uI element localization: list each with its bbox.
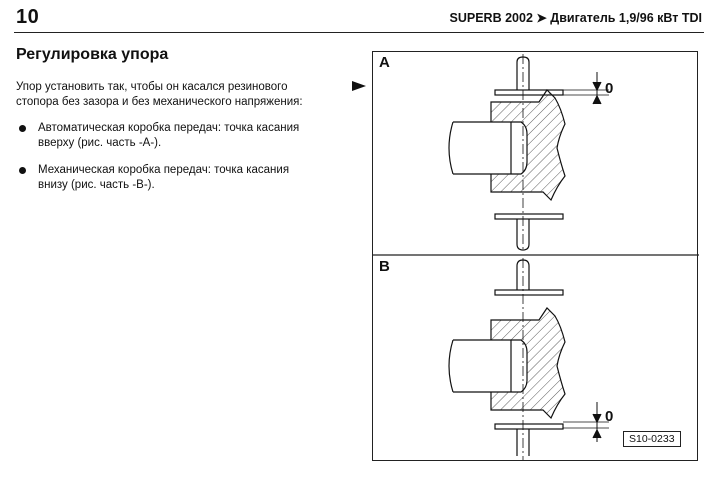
panel-a-drawing bbox=[448, 54, 609, 252]
bullet-line: вверху (рис. часть -A-). bbox=[38, 137, 162, 149]
section-title: Регулировка упора bbox=[16, 46, 169, 63]
pointer-arrow-icon bbox=[352, 81, 366, 91]
intro-line: стопора без зазора и без механического н… bbox=[16, 96, 303, 108]
bullet-dot-icon bbox=[19, 167, 26, 174]
intro-line: Упор установить так, чтобы он касался ре… bbox=[16, 81, 288, 93]
page-number: 10 bbox=[16, 6, 40, 28]
gap-label-b: 0 bbox=[605, 408, 614, 425]
panel-b-label: B bbox=[379, 258, 390, 275]
bullet-item: Механическая коробка передач: точка каса… bbox=[16, 163, 356, 193]
bullet-line: Механическая коробка передач: точка каса… bbox=[38, 164, 290, 176]
bullet-dot-icon bbox=[19, 125, 26, 132]
running-header: SUPERB 2002 ➤ Двигатель 1,9/96 кВт TDI bbox=[449, 11, 702, 25]
bullet-line: Автоматическая коробка передач: точка ка… bbox=[38, 122, 300, 134]
bullet-list: Автоматическая коробка передач: точка ка… bbox=[16, 121, 356, 205]
intro-paragraph: Упор установить так, чтобы он касался ре… bbox=[16, 80, 356, 110]
panel-b-drawing bbox=[448, 258, 609, 460]
technical-figure: A B 0 0 S10-0233 bbox=[372, 51, 699, 461]
gap-label-a: 0 bbox=[605, 80, 614, 97]
header-divider bbox=[14, 32, 704, 33]
panel-a-label: A bbox=[379, 54, 390, 71]
figure-drawing bbox=[373, 54, 699, 460]
bullet-item: Автоматическая коробка передач: точка ка… bbox=[16, 121, 356, 151]
figure-code: S10-0233 bbox=[623, 431, 681, 447]
bullet-line: внизу (рис. часть -B-). bbox=[38, 179, 155, 191]
